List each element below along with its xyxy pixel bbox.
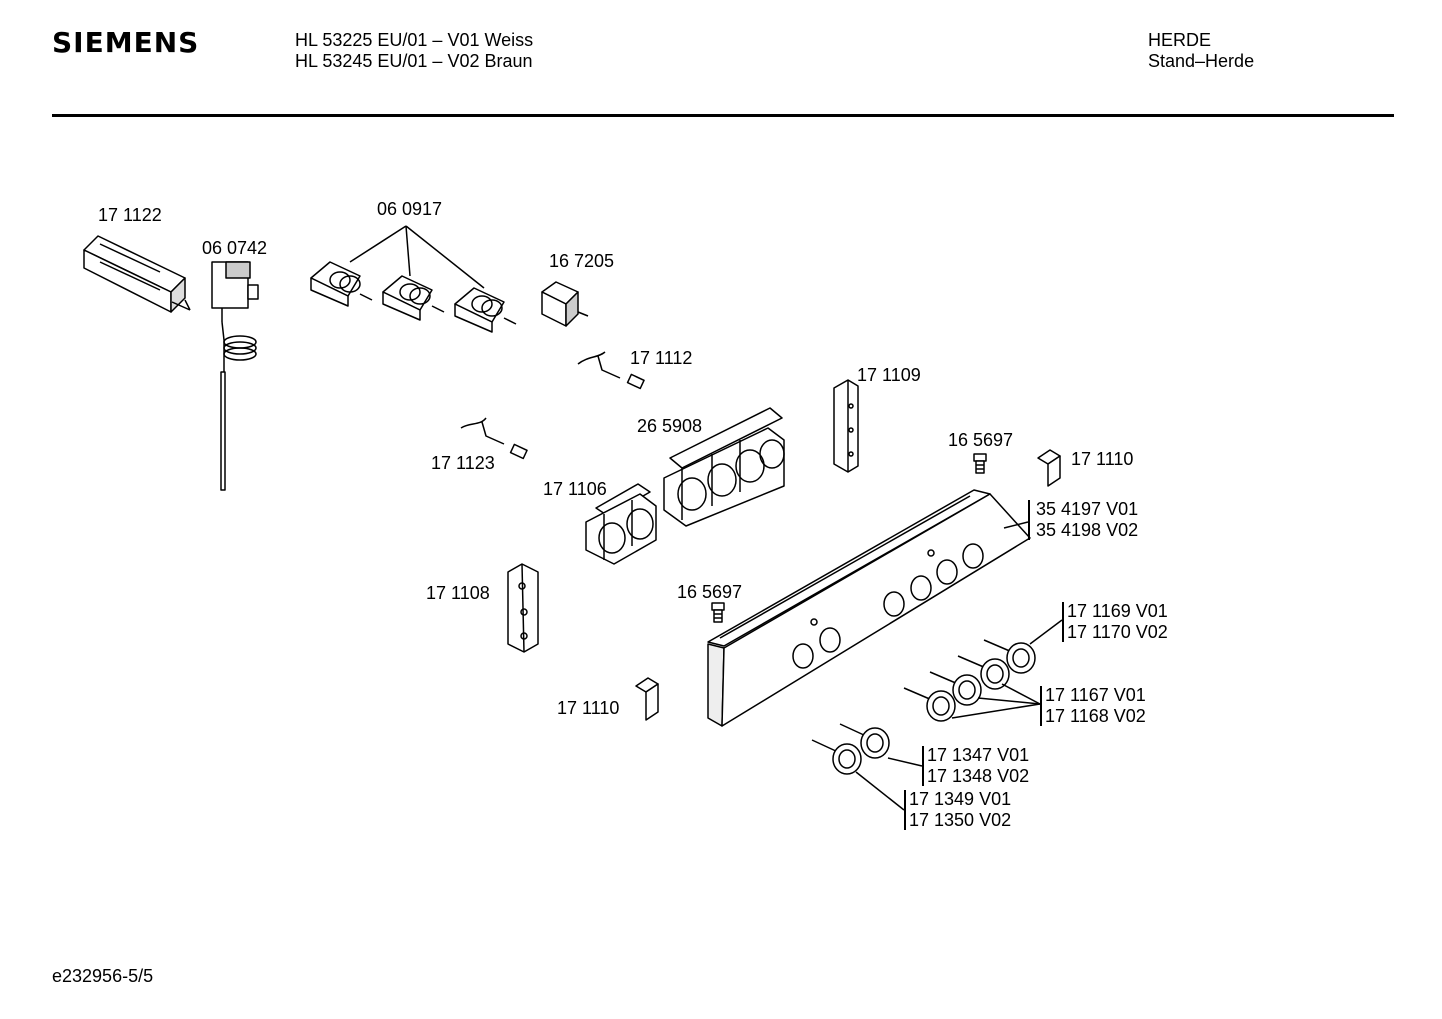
switch-part-b: [382, 275, 445, 321]
knob-part-d: [903, 687, 956, 722]
category-line-1: HERDE: [1148, 30, 1212, 50]
part-label: 17 1349 V01: [909, 789, 1012, 809]
model-line-2: HL 53245 EU/01 – V02 Braun: [295, 51, 533, 71]
part-label: 16 5697: [948, 430, 1014, 450]
part-label: 35 4198 V02: [1036, 520, 1139, 540]
part-label: 17 1348 V02: [927, 766, 1030, 786]
small-bracket-part-b: [635, 677, 659, 721]
part-label: 35 4197 V01: [1036, 499, 1139, 519]
part-label: 17 1169 V01: [1067, 601, 1168, 621]
switch-part-c: [454, 287, 517, 333]
group-bracket-knob-d: [904, 790, 906, 830]
part-label: 17 1109: [857, 365, 921, 385]
document-id: e232956-5/5: [52, 966, 154, 986]
group-bracket-panel: [1028, 500, 1030, 540]
sensor-wire-part-b: [460, 417, 528, 460]
thermostat-part: [211, 261, 259, 491]
part-label: 17 1108: [426, 583, 490, 603]
group-bracket-knob-c: [922, 746, 924, 786]
part-label: 06 0742: [202, 238, 268, 258]
small-bracket-part-a: [1037, 449, 1061, 487]
knob-part-e: [839, 723, 890, 759]
knob-part-f: [811, 739, 862, 775]
knob-part-a: [983, 639, 1036, 674]
brand-logo: SIEMENS: [52, 26, 200, 59]
knob-part-c: [929, 671, 982, 706]
part-label: 17 1106: [543, 479, 607, 499]
terminal-strip-part: [83, 235, 191, 313]
energy-regulator-part: [541, 281, 589, 327]
screw-part-b: [711, 602, 725, 623]
part-label: 17 1110: [1071, 449, 1134, 469]
part-label: 17 1122: [98, 205, 162, 225]
part-label: 17 1170 V02: [1067, 622, 1168, 642]
switch-housing-large-part: [663, 407, 785, 527]
part-label: 17 1112: [630, 348, 693, 368]
bracket-part-a: [833, 379, 859, 473]
part-label: 17 1350 V02: [909, 810, 1012, 830]
part-label: 16 5697: [677, 582, 743, 602]
category-line-2: Stand–Herde: [1148, 51, 1255, 71]
model-line-1: HL 53225 EU/01 – V01 Weiss: [295, 30, 534, 50]
part-label: 17 1168 V02: [1045, 706, 1146, 726]
screw-part-a: [973, 453, 987, 474]
part-label: 26 5908: [637, 416, 703, 436]
part-label: 17 1123: [431, 453, 495, 473]
knob-part-b: [957, 655, 1010, 690]
bracket-part-b: [507, 563, 539, 653]
control-panel-part: [707, 489, 1031, 727]
part-label: 17 1110: [557, 698, 620, 718]
part-label: 16 7205: [549, 251, 615, 271]
sensor-wire-part-a: [577, 351, 645, 390]
part-label: 17 1347 V01: [927, 745, 1030, 765]
part-label: 17 1167 V01: [1045, 685, 1146, 705]
part-label: 06 0917: [377, 199, 443, 219]
switch-part-a: [310, 261, 373, 307]
switch-housing-small-part: [585, 483, 657, 565]
group-bracket-knob-b: [1040, 686, 1042, 726]
header-rule: [52, 114, 1394, 117]
group-bracket-knob-a: [1062, 602, 1064, 642]
